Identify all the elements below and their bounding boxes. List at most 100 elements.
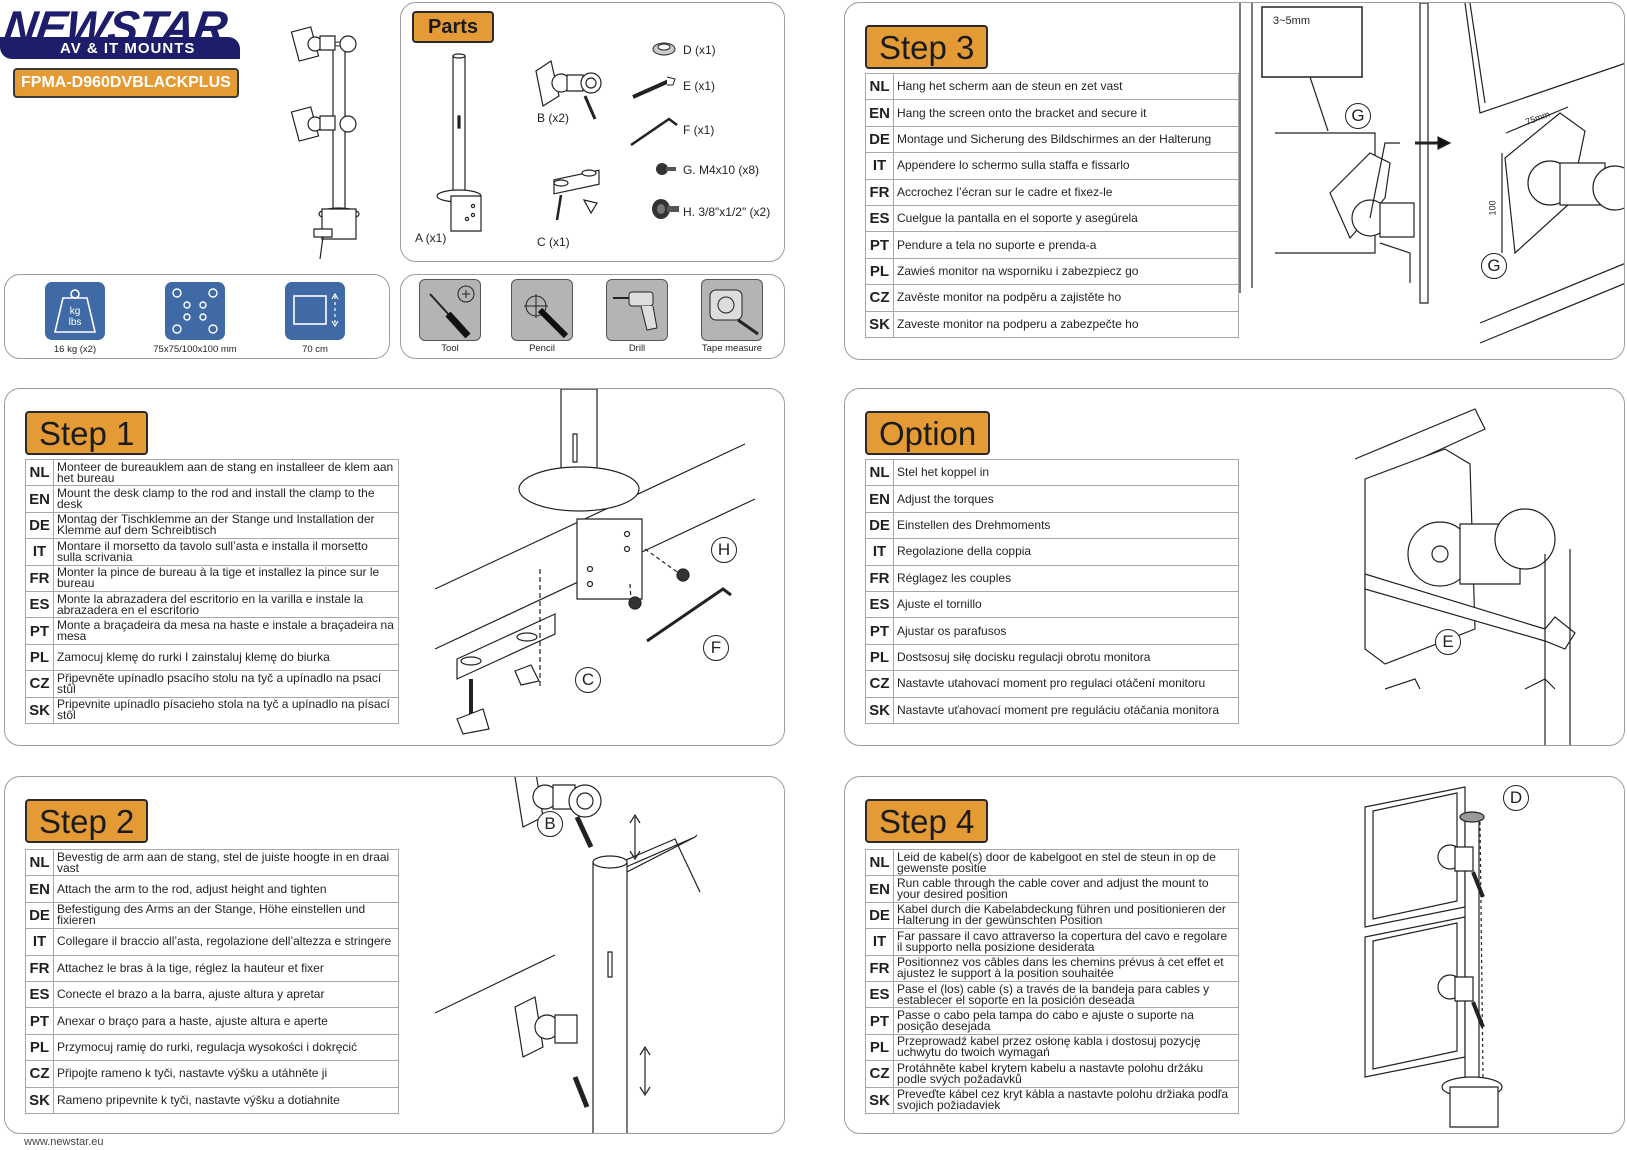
product-overview-illustration xyxy=(290,14,390,264)
language-code: SK xyxy=(25,696,54,724)
language-code: CZ xyxy=(25,670,54,698)
language-code: FR xyxy=(865,178,894,206)
language-code: EN xyxy=(865,485,894,513)
option-title: Option xyxy=(865,411,991,455)
instruction-text: Preveďte kábel cez kryt kábla a nastavte… xyxy=(893,1086,1239,1114)
instruction-text: Przeprowadź kabel przez osłonę kabla i d… xyxy=(893,1033,1239,1062)
svg-text:kg: kg xyxy=(70,306,81,317)
instruction-text: Připojte rameno k tyči, nastavte výšku a… xyxy=(53,1060,399,1088)
parts-title: Parts xyxy=(412,11,495,43)
part-a-label: A (x1) xyxy=(415,231,447,245)
part-d-cap-illustration xyxy=(649,39,679,59)
step3-dimension-label-v: 100 xyxy=(1487,200,1498,216)
language-code: PT xyxy=(25,1007,54,1035)
language-code: SK xyxy=(865,310,894,338)
instruction-text: Adjust the torques xyxy=(893,485,1239,513)
instruction-text: Einstellen des Drehmoments xyxy=(893,511,1239,540)
language-code: DE xyxy=(25,901,54,930)
language-code: CZ xyxy=(865,284,894,312)
instruction-text: Przymocuj ramię do rurki, regulacja wyso… xyxy=(53,1033,399,1062)
language-code: ES xyxy=(25,980,54,1009)
instruction-text: Leid de kabel(s) door de kabelgoot en st… xyxy=(893,848,1239,877)
instruction-text: Montare il morsetto da tavolo sull’asta … xyxy=(53,538,399,566)
instruction-text: Zamocuj klemę do rurki I zainstaluj klem… xyxy=(53,643,399,672)
language-code: SK xyxy=(25,1086,54,1114)
instruction-text: Appendere lo schermo sulla staffa e fiss… xyxy=(893,152,1239,180)
drill-icon xyxy=(606,279,668,341)
option-callout-e: E xyxy=(1435,629,1461,655)
language-code: DE xyxy=(865,511,894,540)
brand-logo: NEWSTAR AV & IT MOUNTS xyxy=(0,1,260,60)
part-f-hexkey-illustration xyxy=(629,109,679,149)
weight-icon: kg lbs xyxy=(45,282,105,340)
language-code: IT xyxy=(865,928,894,956)
part-f-label: F (x1) xyxy=(683,123,715,137)
instruction-text: Dostsosuj siłę docisku regulacji obrotu … xyxy=(893,643,1239,672)
language-code: ES xyxy=(865,590,894,619)
language-code: ES xyxy=(865,204,894,233)
screen-size-icon xyxy=(285,282,345,340)
instruction-text: Monte a braçadeira da mesa na haste e in… xyxy=(53,617,399,645)
screen-size-spec-label: 70 cm xyxy=(302,344,328,355)
language-code: PL xyxy=(25,643,54,672)
instruction-text: Réglagez les couples xyxy=(893,564,1239,592)
language-code: PT xyxy=(25,617,54,645)
language-code: EN xyxy=(25,485,54,513)
instruction-text: Attach the arm to the rod, adjust height… xyxy=(53,875,399,903)
language-code: FR xyxy=(25,954,54,982)
part-h-label: H. 3/8"x1/2" (x2) xyxy=(683,205,771,219)
language-code: CZ xyxy=(25,1060,54,1088)
drill-label: Drill xyxy=(628,343,646,354)
instruction-text: Stel het koppel in xyxy=(893,458,1239,487)
step3-callout-g-left: G xyxy=(1345,103,1371,129)
language-code: DE xyxy=(865,125,894,154)
instruction-text: Pendure a tela no suporte e prenda-a xyxy=(893,231,1239,259)
language-code: FR xyxy=(25,564,54,592)
instruction-text: Připevněte upínadlo psacího stolu na tyč… xyxy=(53,670,399,698)
language-code: ES xyxy=(25,590,54,619)
language-code: DE xyxy=(865,901,894,930)
instruction-text: Positionnez vos câbles dans les chemins … xyxy=(893,954,1239,982)
part-h-screw-illustration xyxy=(652,199,679,219)
footer-url[interactable]: www.newstar.eu xyxy=(24,1136,104,1148)
language-code: NL xyxy=(865,72,894,101)
instruction-text: Ajuste el tornillo xyxy=(893,590,1239,619)
step1-desk-clamp-illustration xyxy=(435,389,785,744)
step4-dual-monitor-illustration xyxy=(1365,777,1625,1134)
language-code: SK xyxy=(865,696,894,724)
instruction-text: Monte la abrazadera del escritorio en la… xyxy=(53,590,399,619)
